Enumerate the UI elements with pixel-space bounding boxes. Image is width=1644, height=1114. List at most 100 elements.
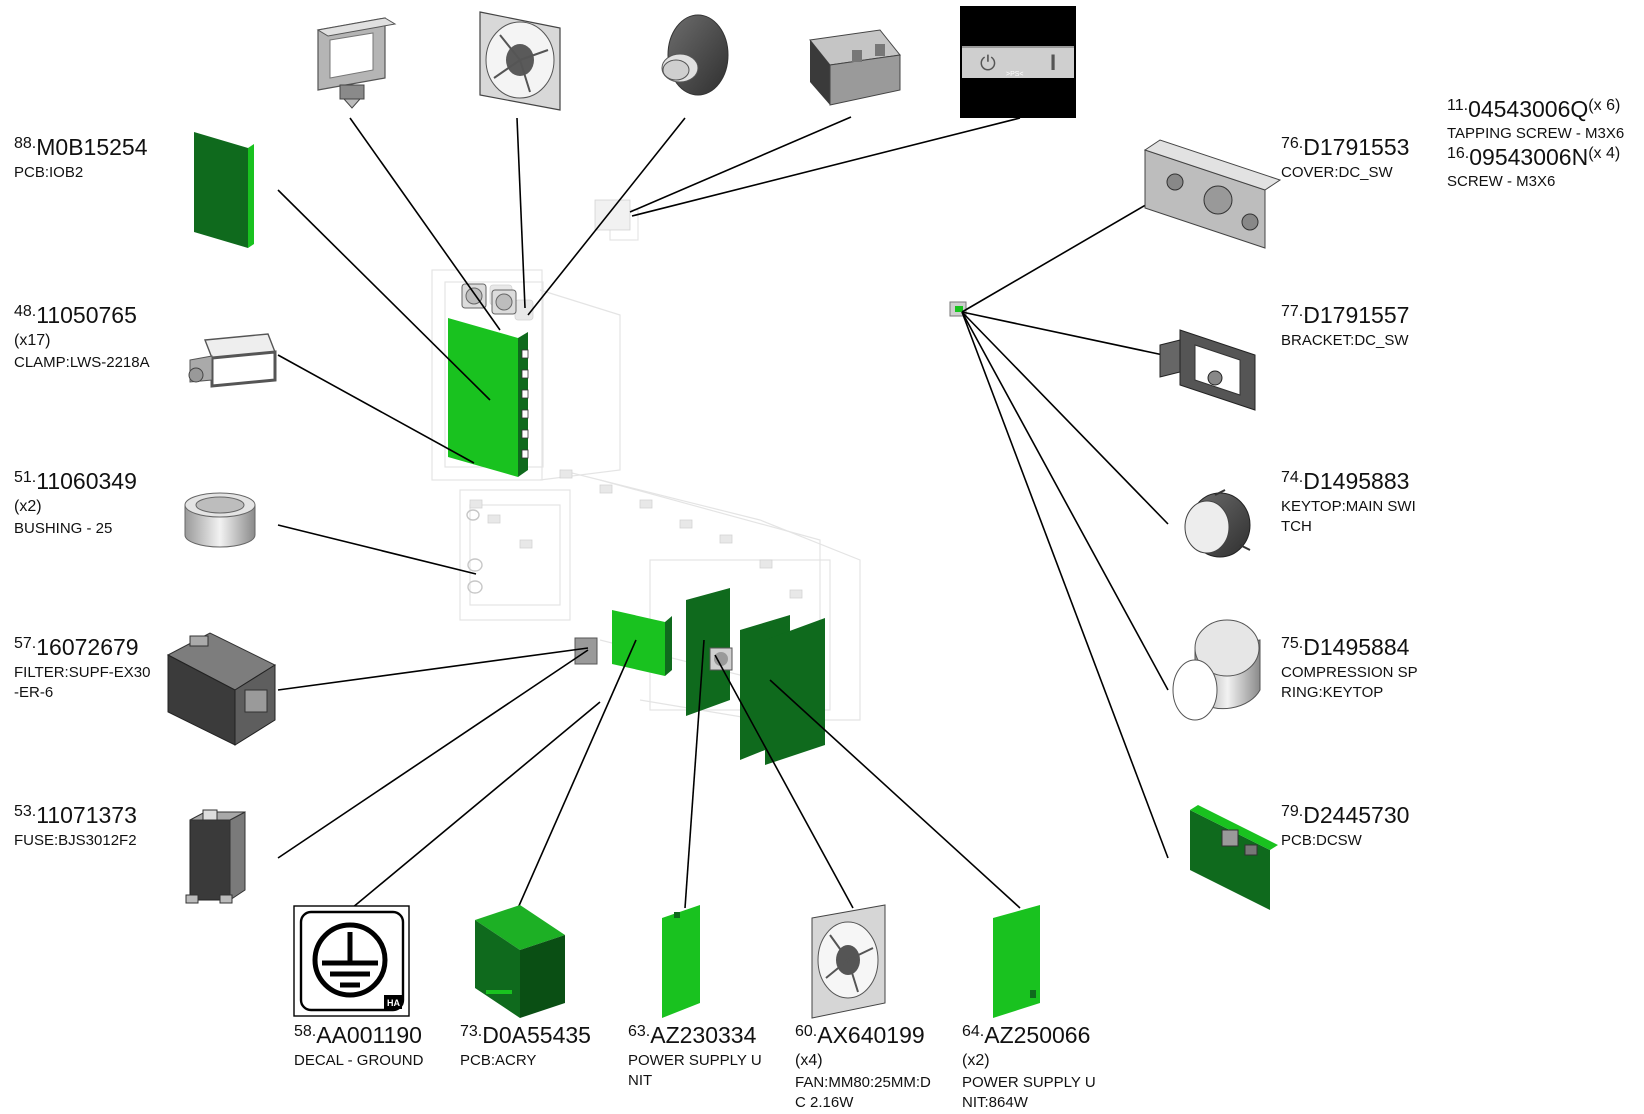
part-number: D1495884 xyxy=(1303,634,1410,660)
part-label-11: 11.04543006Q(x 6) TAPPING SCREW - M3X6 xyxy=(1447,98,1624,144)
part-description: DECAL - GROUND xyxy=(294,1052,424,1069)
power-supply-unit-icon xyxy=(662,905,700,1018)
clamp-icon xyxy=(188,333,277,388)
power-supply-unit-864w-icon xyxy=(993,905,1040,1018)
keytop-knob-top-icon xyxy=(661,14,729,96)
part-number: 09543006N xyxy=(1469,144,1589,170)
part-index: 51. xyxy=(14,469,37,486)
part-number: D1495883 xyxy=(1303,468,1410,494)
part-number: AZ230334 xyxy=(650,1022,757,1048)
part-label-64: 64.AZ250066 (x2) POWER SUPPLY U NIT:864W xyxy=(962,1024,1096,1112)
power-switch-panel: ⏻ >PS< I xyxy=(960,6,1076,118)
part-description: FAN:MM80:25MM:D C 2.16W xyxy=(795,1074,931,1111)
part-number: D0A55435 xyxy=(482,1022,591,1048)
part-index: 53. xyxy=(14,803,37,820)
part-label-60: 60.AX640199 (x4) FAN:MM80:25MM:D C 2.16W xyxy=(795,1024,931,1112)
part-description: SCREW - M3X6 xyxy=(1447,173,1556,190)
part-index: 88. xyxy=(14,135,37,152)
central-fans xyxy=(461,283,517,315)
fuse-icon xyxy=(185,809,246,904)
bracket-dc-sw-icon xyxy=(1159,329,1256,411)
part-number: AX640199 xyxy=(817,1022,925,1048)
part-label-77: 77.D1791557 BRACKET:DC_SW xyxy=(1281,304,1409,351)
pcb-dcsw-icon xyxy=(1190,805,1278,910)
part-index: 74. xyxy=(1281,469,1304,486)
part-description: POWER SUPPLY U NIT:864W xyxy=(962,1074,1096,1111)
part-index: 76. xyxy=(1281,135,1304,152)
part-index: 58. xyxy=(294,1023,317,1040)
central-psu-group xyxy=(574,588,825,765)
part-number: D2445730 xyxy=(1303,802,1410,828)
part-quantity: (x2) xyxy=(962,1052,990,1069)
part-quantity: (x 4) xyxy=(1588,145,1621,162)
panel-mark: >PS< xyxy=(1006,71,1024,78)
on-symbol: I xyxy=(1050,50,1056,75)
part-description: FUSE:BJS3012F2 xyxy=(14,832,137,849)
part-index: 64. xyxy=(962,1023,985,1040)
fan-icon xyxy=(811,904,886,1019)
decal-mark: HA xyxy=(387,998,400,1008)
part-description: KEYTOP:MAIN SWI TCH xyxy=(1281,498,1416,535)
part-label-63: 63.AZ230334 POWER SUPPLY U NIT xyxy=(628,1024,762,1090)
part-number: 04543006Q xyxy=(1468,96,1589,122)
central-pcb-iob2 xyxy=(448,318,529,477)
cover-dc-sw-icon xyxy=(1143,139,1282,249)
part-description: PCB:IOB2 xyxy=(14,164,84,181)
part-index: 79. xyxy=(1281,803,1304,820)
part-number: AA001190 xyxy=(316,1022,422,1048)
pcb-acry-icon xyxy=(475,905,565,1018)
part-index: 75. xyxy=(1281,635,1304,652)
part-number: 16072679 xyxy=(36,634,139,660)
keytop-icon xyxy=(1184,489,1251,558)
part-description: COVER:DC_SW xyxy=(1281,164,1393,181)
part-number: 11050765 xyxy=(36,302,137,328)
part-index: 63. xyxy=(628,1023,651,1040)
part-number: 11060349 xyxy=(36,468,137,494)
part-label-53: 53.11071373 FUSE:BJS3012F2 xyxy=(14,804,137,851)
part-label-88: 88.M0B15254 PCB:IOB2 xyxy=(14,136,148,183)
fan-top-icon xyxy=(479,11,561,111)
part-label-48: 48.11050765 (x17) CLAMP:LWS-2218A xyxy=(14,304,150,373)
part-number: D1791553 xyxy=(1303,134,1410,160)
part-description: PCB:DCSW xyxy=(1281,832,1362,849)
part-description: POWER SUPPLY U NIT xyxy=(628,1052,762,1089)
part-description: PCB:ACRY xyxy=(460,1052,537,1069)
part-number: M0B15254 xyxy=(36,134,148,160)
part-label-76: 76.D1791553 COVER:DC_SW xyxy=(1281,136,1409,183)
rocker-switch-icon xyxy=(809,29,901,106)
part-index: 48. xyxy=(14,303,37,320)
part-label-16: 16.09543006N(x 4) SCREW - M3X6 xyxy=(1447,146,1620,192)
part-description: CLAMP:LWS-2218A xyxy=(14,354,150,371)
pcb-iob2-icon xyxy=(194,132,254,248)
compression-spring-icon xyxy=(1172,619,1261,721)
part-quantity: (x2) xyxy=(14,498,42,515)
part-index: 57. xyxy=(14,635,37,652)
part-index: 77. xyxy=(1281,303,1304,320)
part-description: BRACKET:DC_SW xyxy=(1281,332,1409,349)
part-description: BUSHING - 25 xyxy=(14,520,113,537)
bushing-icon xyxy=(184,492,256,548)
part-number: 11071373 xyxy=(36,802,137,828)
leader-lines xyxy=(277,116,1169,909)
part-label-75: 75.D1495884 COMPRESSION SP RING:KEYTOP xyxy=(1281,636,1418,702)
part-label-57: 57.16072679 FILTER:SUPF-EX30 -ER-6 xyxy=(14,636,150,702)
part-number: AZ250066 xyxy=(984,1022,1091,1048)
part-number: D1791557 xyxy=(1303,302,1410,328)
part-label-79: 79.D2445730 PCB:DCSW xyxy=(1281,804,1409,851)
part-index: 73. xyxy=(460,1023,483,1040)
filter-icon xyxy=(166,632,277,746)
clamp-top-icon xyxy=(316,17,397,109)
part-label-73: 73.D0A55435 PCB:ACRY xyxy=(460,1024,591,1071)
part-index: 11. xyxy=(1447,97,1469,114)
part-quantity: (x4) xyxy=(795,1052,823,1069)
part-description: TAPPING SCREW - M3X6 xyxy=(1447,125,1625,142)
part-quantity: (x 6) xyxy=(1588,97,1621,114)
ground-decal-icon: HA xyxy=(293,905,410,1017)
part-quantity: (x17) xyxy=(14,332,51,349)
part-label-58: 58.AA001190 DECAL - GROUND xyxy=(294,1024,423,1071)
part-description: COMPRESSION SP RING:KEYTOP xyxy=(1281,664,1418,701)
part-index: 16. xyxy=(1447,145,1470,162)
part-label-74: 74.D1495883 KEYTOP:MAIN SWI TCH xyxy=(1281,470,1416,536)
